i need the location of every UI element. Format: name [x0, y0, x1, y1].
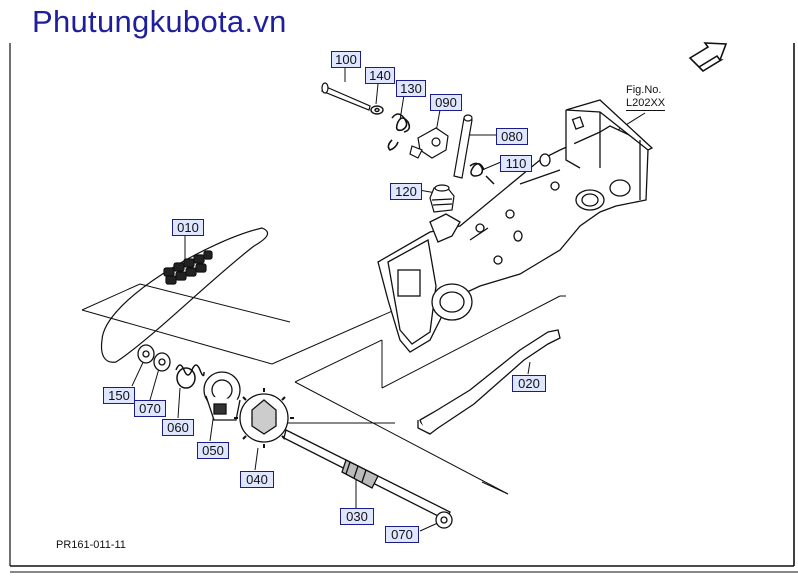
part-label-040[interactable]: 040 — [240, 471, 274, 488]
spring-110 — [469, 162, 495, 185]
part-label-050[interactable]: 050 — [197, 442, 229, 459]
part-label-010[interactable]: 010 — [172, 219, 204, 236]
clutch-050 — [203, 371, 241, 421]
leader-lines — [81, 66, 646, 532]
chain-010 — [100, 227, 269, 363]
washer-140 — [370, 105, 384, 115]
washer-150 — [137, 344, 155, 364]
spring-130 — [387, 113, 411, 151]
part-label-150[interactable]: 150 — [103, 387, 135, 404]
washer-070-bottom — [435, 511, 453, 529]
part-label-140[interactable]: 140 — [365, 67, 395, 84]
plate-020 — [417, 329, 561, 435]
part-label-060[interactable]: 060 — [162, 419, 194, 436]
part-label-120[interactable]: 120 — [390, 183, 422, 200]
bolt-100 — [321, 82, 371, 111]
part-label-080[interactable]: 080 — [496, 128, 528, 145]
transmission-case — [377, 99, 654, 353]
reference-code: PR161-011-11 — [56, 539, 126, 551]
part-label-110[interactable]: 110 — [500, 155, 532, 172]
arrow-icon — [688, 42, 728, 73]
part-label-090[interactable]: 090 — [430, 94, 462, 111]
spring-060 — [175, 364, 205, 389]
pin-080 — [453, 114, 473, 179]
part-label-070-top[interactable]: 070 — [134, 400, 166, 417]
boot-120 — [429, 184, 455, 213]
lever-090 — [409, 127, 449, 159]
part-label-100[interactable]: 100 — [331, 51, 361, 68]
shaft-030 — [283, 429, 451, 521]
sprocket-040 — [234, 388, 294, 448]
figure-code: L202XX — [626, 97, 666, 111]
figure-label: Fig.No. — [626, 84, 662, 96]
site-title[interactable]: Phutungkubota.vn — [32, 4, 287, 39]
part-label-020[interactable]: 020 — [512, 375, 546, 392]
part-label-070-bottom[interactable]: 070 — [385, 526, 419, 543]
part-label-030[interactable]: 030 — [340, 508, 374, 525]
figure-number: Fig.No. L202XX — [626, 84, 666, 111]
part-label-130[interactable]: 130 — [396, 80, 426, 97]
washer-070 — [153, 352, 171, 372]
